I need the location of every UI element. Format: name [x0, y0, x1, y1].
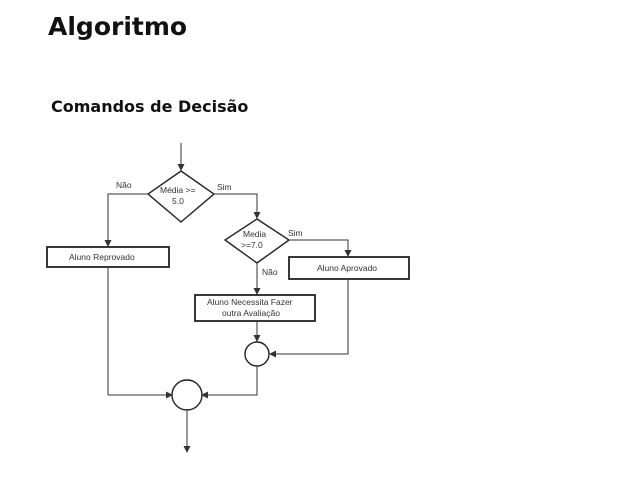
- connector-circle-small: [244, 341, 270, 367]
- box-avaliacao-line1: Aluno Necessita Fazer: [207, 297, 293, 307]
- box-avaliacao-line2: outra Avaliação: [222, 308, 280, 318]
- decision2-line2: >=7.0: [241, 240, 263, 250]
- decision2-line1: Media: [243, 229, 266, 239]
- connector-circle-final: [171, 379, 203, 411]
- box-aluno-necessita-avaliacao: [194, 294, 316, 322]
- label-nao-1: Não: [116, 180, 132, 190]
- sim-branch-2-line: [289, 239, 352, 257]
- sim-branch-1-line: [214, 193, 261, 219]
- slide-subtitle: Comandos de Decisão: [51, 97, 249, 116]
- decision1-line1: Média >=: [160, 185, 195, 195]
- box-aluno-reprovado-label: Aluno Reprovado: [69, 252, 135, 262]
- label-nao-2: Não: [262, 267, 278, 277]
- aprovado-to-join-line: [269, 279, 349, 358]
- label-sim-1: Sim: [217, 182, 232, 192]
- nao-branch-1-line: [104, 193, 148, 247]
- slide-title: Algoritmo: [48, 12, 188, 41]
- decision1-line2: 5.0: [172, 196, 184, 206]
- box-aluno-aprovado-label: Aluno Aprovado: [317, 263, 377, 273]
- label-sim-2: Sim: [288, 228, 303, 238]
- decision-media-5: [146, 170, 216, 223]
- box-aluno-aprovado: [288, 256, 410, 280]
- small-join-to-final-line: [201, 366, 258, 399]
